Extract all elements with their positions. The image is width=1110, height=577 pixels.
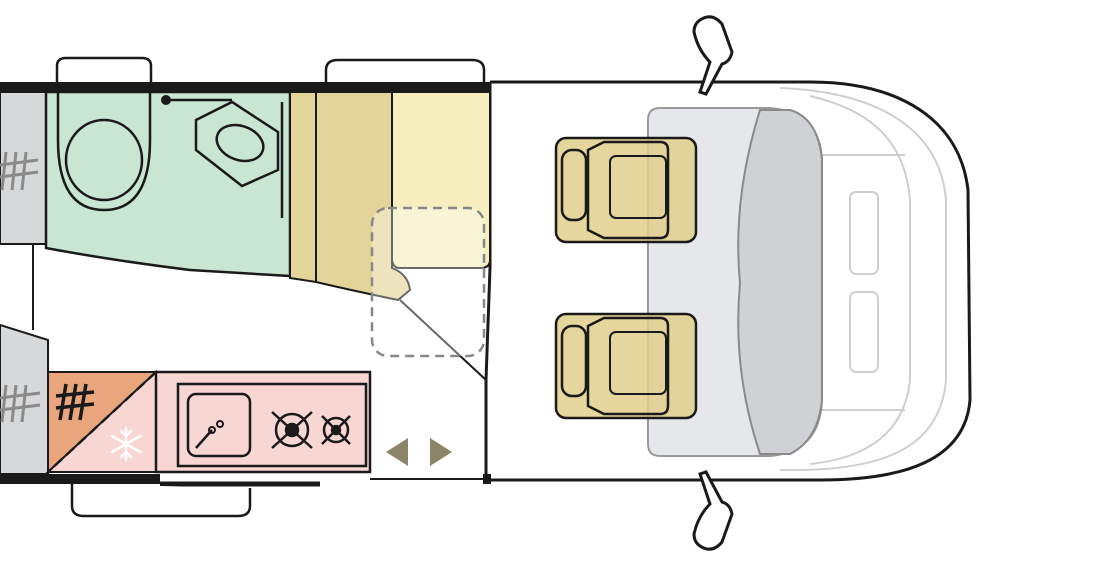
cab-table-shade <box>737 109 823 455</box>
toilet <box>56 92 152 212</box>
gas-burner-icon <box>271 411 313 449</box>
passenger-seat <box>554 312 698 420</box>
kitchen <box>45 369 372 475</box>
cab-dashboard <box>779 87 947 472</box>
side-windows <box>55 56 486 518</box>
driver-seat <box>554 136 698 244</box>
swivel-seat-outline <box>370 206 486 358</box>
bottom-wall <box>0 474 160 484</box>
heater-icon <box>0 151 39 191</box>
washbasin <box>194 100 280 188</box>
side-mirror-icon <box>692 470 734 551</box>
heater-icon <box>55 383 95 421</box>
wardrobe <box>289 91 491 302</box>
side-mirror-icon <box>692 15 734 96</box>
top-wall <box>0 82 490 92</box>
door-arrows-icon <box>386 438 452 466</box>
gas-burner-icon <box>321 415 351 445</box>
washroom <box>44 90 292 278</box>
snowflake-icon <box>110 426 142 462</box>
heater-icon <box>0 384 41 423</box>
sink-icon <box>186 392 252 458</box>
